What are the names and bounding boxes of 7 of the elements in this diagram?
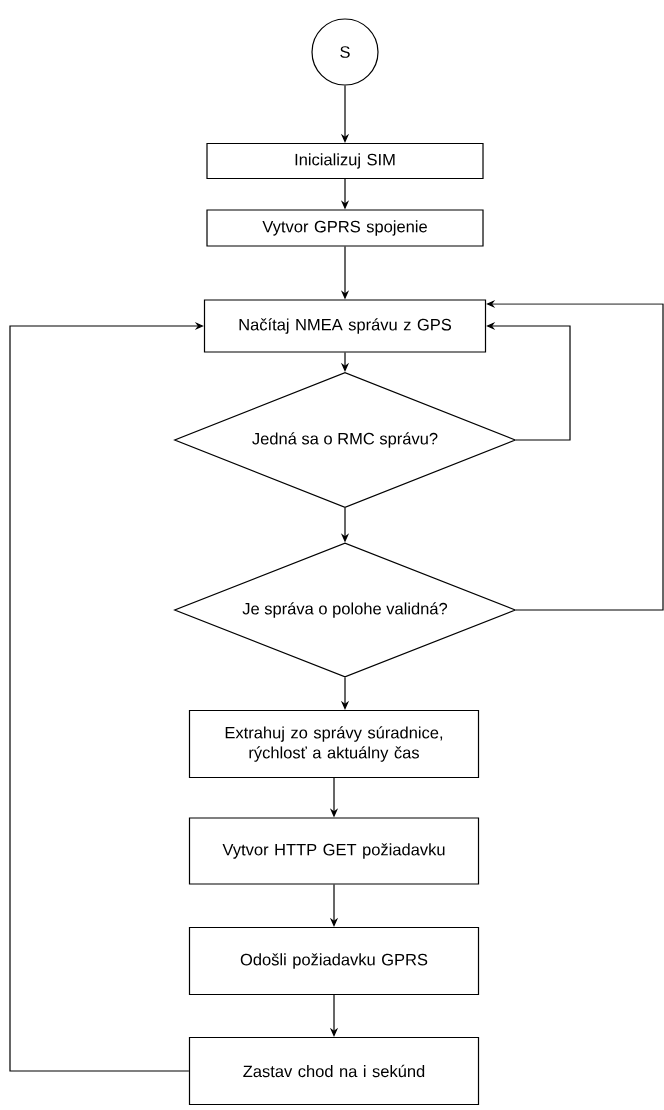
process-box: Vytvor GPRS spojenie	[206, 209, 484, 247]
process-box: Načítaj NMEA správu z GPS	[203, 299, 487, 353]
process-box: Vytvor HTTP GET požiadavku	[188, 817, 480, 885]
process-box: Extrahuj zo správy súradnice, rýchlosť a aktuálny čas	[188, 709, 480, 779]
process-box: Odošli požiadavku GPRS	[188, 926, 480, 996]
process-box: Inicializuj SIM	[206, 142, 484, 180]
process-box: Zastav chod na i sekúnd	[188, 1036, 480, 1106]
